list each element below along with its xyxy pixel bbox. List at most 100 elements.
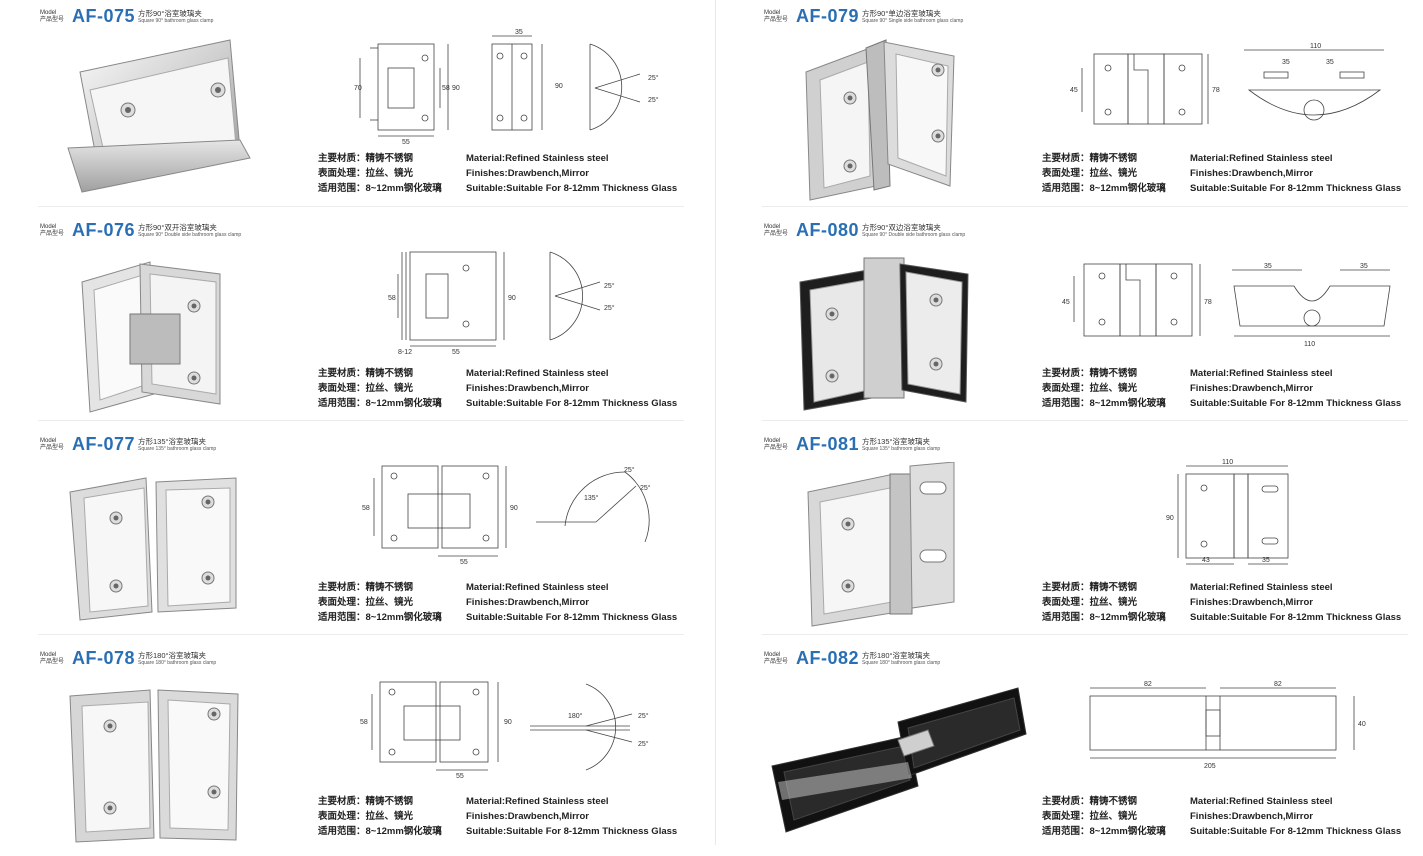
dim-35: 35: [515, 29, 523, 36]
product-photo: [69, 689, 239, 843]
product-name-cn: 方形135°浴室玻璃夹: [862, 437, 931, 446]
spec-cn: 主要材质：精铸不锈钢表面处理：拉丝、镜光适用范围：8~12mm钢化玻璃: [318, 368, 442, 409]
angle-25a: 25°: [648, 74, 659, 82]
spec-cn: 主要材质：精铸不锈钢表面处理：拉丝、镜光适用范围：8~12mm钢化玻璃: [318, 796, 442, 837]
product-photo: [799, 257, 969, 411]
dim-58: 58: [388, 295, 396, 302]
angle-25a: 25°: [604, 282, 615, 290]
dim-58: 58: [442, 85, 450, 92]
spec-cn: 主要材质：精铸不锈钢表面处理：拉丝、镜光适用范围：8~12mm钢化玻璃: [1042, 368, 1166, 409]
technical-drawing: 58 90 8-12 55 25° 25°: [388, 251, 615, 356]
product-name-en: Square 90° Double side bathroom glass cl…: [862, 232, 966, 238]
product-name-en: Square 135° bathroom glass clamp: [862, 446, 941, 452]
dim-58: 58: [360, 719, 368, 726]
dim-110: 110: [1222, 459, 1233, 466]
angle-25a: 25°: [638, 712, 649, 720]
dim-82a: 82: [1144, 681, 1152, 688]
section-separator: [762, 420, 1408, 421]
product-name-cn: 方形90°双边浴室玻璃夹: [862, 223, 941, 232]
angle-25b: 25°: [640, 484, 651, 492]
product-photo: [807, 462, 955, 627]
product-photo: [81, 261, 221, 413]
model-code: AF-082: [796, 648, 860, 668]
dim-35b: 35: [1326, 59, 1334, 66]
dim-8-12: 8-12: [398, 349, 412, 356]
spec-cn: 主要材质：精铸不锈钢表面处理：拉丝、镜光适用范围：8~12mm钢化玻璃: [1042, 796, 1166, 837]
technical-drawing: 82 82 40 205: [1089, 681, 1366, 770]
section-separator: [38, 420, 684, 421]
product-name-cn: 方形180°浴室玻璃夹: [862, 651, 931, 660]
model-code: AF-076: [72, 220, 136, 240]
product-name-en: Square 135° bathroom glass clamp: [138, 446, 217, 452]
technical-drawing: 110 90 43 35: [1166, 459, 1289, 565]
dim-90: 90: [452, 85, 460, 92]
spec-cn: 主要材质：精铸不锈钢表面处理：拉丝、镜光适用范围：8~12mm钢化玻璃: [318, 582, 442, 623]
section-separator: [762, 634, 1408, 635]
dim-110: 110: [1310, 43, 1321, 50]
technical-drawing: 58 90 55 135° 25° 25°: [362, 465, 651, 566]
product-photo: [805, 39, 955, 201]
dim-35a: 35: [1264, 263, 1272, 270]
angle-135: 135°: [584, 494, 599, 502]
dim-205: 205: [1204, 763, 1216, 770]
dim-40: 40: [1358, 721, 1366, 728]
dim-55: 55: [456, 773, 464, 780]
dim-110: 110: [1304, 341, 1315, 348]
product-name-cn: 方形90°双开浴室玻璃夹: [138, 223, 217, 232]
spec-cn: 主要材质：精铸不锈钢表面处理：拉丝、镜光适用范围：8~12mm钢化玻璃: [318, 153, 442, 194]
dim-90: 90: [510, 505, 518, 512]
section-separator: [762, 206, 1408, 207]
dim-90: 90: [1166, 515, 1174, 522]
dim-90: 90: [504, 719, 512, 726]
dim-55: 55: [402, 139, 410, 146]
angle-25b: 25°: [648, 96, 659, 104]
dim-78: 78: [1212, 87, 1220, 94]
dim-55: 55: [460, 559, 468, 566]
product-photo: [771, 687, 1027, 833]
dim-35b: 35: [1360, 263, 1368, 270]
product-name-en: Square 180° bathroom glass clamp: [138, 660, 217, 666]
product-name-en: Square 90° Double side bathroom glass cl…: [138, 232, 242, 238]
dim-45: 45: [1070, 87, 1078, 94]
model-code: AF-079: [796, 6, 860, 26]
dim-90: 90: [508, 295, 516, 302]
product-photo: [69, 477, 237, 621]
dim-35a: 35: [1282, 59, 1290, 66]
section-separator: [38, 206, 684, 207]
model-code: AF-081: [796, 434, 860, 454]
model-code: AF-077: [72, 434, 136, 454]
product-name-en: Square 90° bathroom glass clamp: [138, 18, 214, 24]
product-name-cn: 方形135°浴室玻璃夹: [138, 437, 207, 446]
dim-78: 78: [1204, 299, 1212, 306]
product-name-en: Square 90° Single side bathroom glass cl…: [862, 18, 964, 24]
angle-25b: 25°: [638, 740, 649, 748]
dim-55: 55: [452, 349, 460, 356]
dim-82b: 82: [1274, 681, 1282, 688]
product-name-en: Square 180° bathroom glass clamp: [862, 660, 941, 666]
product-photo: [67, 39, 251, 193]
page-divider: [715, 0, 716, 845]
dim-58: 58: [362, 505, 370, 512]
section-separator: [38, 634, 684, 635]
dim-45: 45: [1062, 299, 1070, 306]
angle-25a: 25°: [624, 466, 635, 474]
